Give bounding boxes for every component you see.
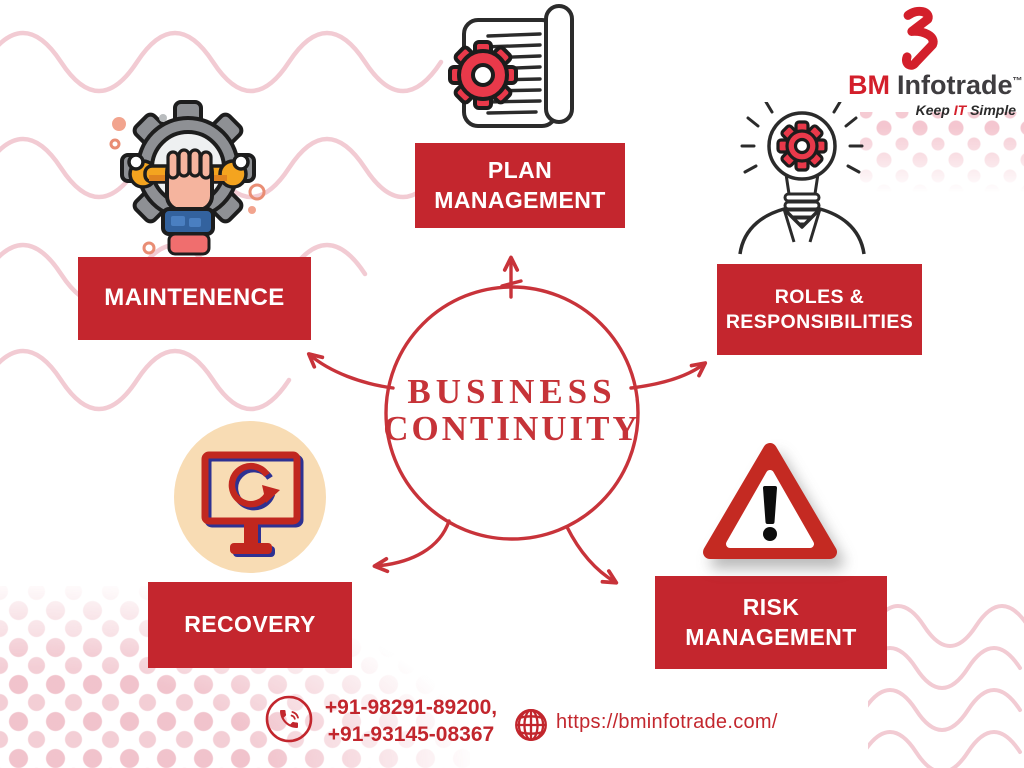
warning-triangle-icon: [703, 443, 837, 559]
bm-ribbon-logo-icon: [902, 6, 938, 70]
tagline-it: IT: [953, 102, 967, 118]
node-risk-management: RISK MANAGEMENT: [655, 576, 887, 669]
arrow-tick: [500, 279, 523, 288]
wave-pattern-bottom-right: [868, 604, 1024, 768]
wrench-gear-icon: [109, 100, 266, 256]
brand-tagline: Keep IT Simple: [848, 102, 1020, 118]
dot-pattern-top-right: [860, 112, 1024, 196]
phone-line2: +91-93145-08367: [327, 723, 495, 747]
phone-line1: +91-98291-89200,: [324, 696, 498, 719]
arrow-to-recovery: [372, 519, 451, 574]
brand-infotrade: Infotrade: [897, 70, 1013, 100]
node-roles-responsibilities: ROLES & RESPONSIBILITIES: [717, 264, 922, 355]
brand-bm: BM: [848, 70, 890, 100]
trademark-symbol: ™: [1012, 76, 1023, 87]
tagline-simple: Simple: [970, 102, 1016, 118]
arrow-to-roles: [629, 361, 708, 390]
website-url: https://bminfotrade.com/: [556, 711, 778, 733]
node-maintenance: MAINTENENCE: [78, 257, 311, 340]
document-gear-icon: [448, 4, 574, 128]
monitor-refresh-icon: [174, 421, 326, 573]
tagline-keep: Keep: [915, 102, 950, 118]
phone-icon: [265, 695, 313, 743]
arrow-to-maintenance: [306, 352, 395, 390]
center-title: BUSINESS CONTINUITY: [332, 372, 692, 448]
node-recovery: RECOVERY: [148, 582, 352, 668]
center-title-line2: CONTINUITY: [383, 408, 641, 448]
person-lightbulb-gear-icon: [738, 102, 866, 255]
phone-numbers: +91-98291-89200, +91-93145-08367: [318, 694, 504, 749]
center-title-line1: BUSINESS: [407, 372, 617, 411]
node-plan-management: PLAN MANAGEMENT: [415, 143, 625, 228]
globe-icon: [515, 709, 547, 741]
arrow-to-risk: [565, 525, 619, 585]
